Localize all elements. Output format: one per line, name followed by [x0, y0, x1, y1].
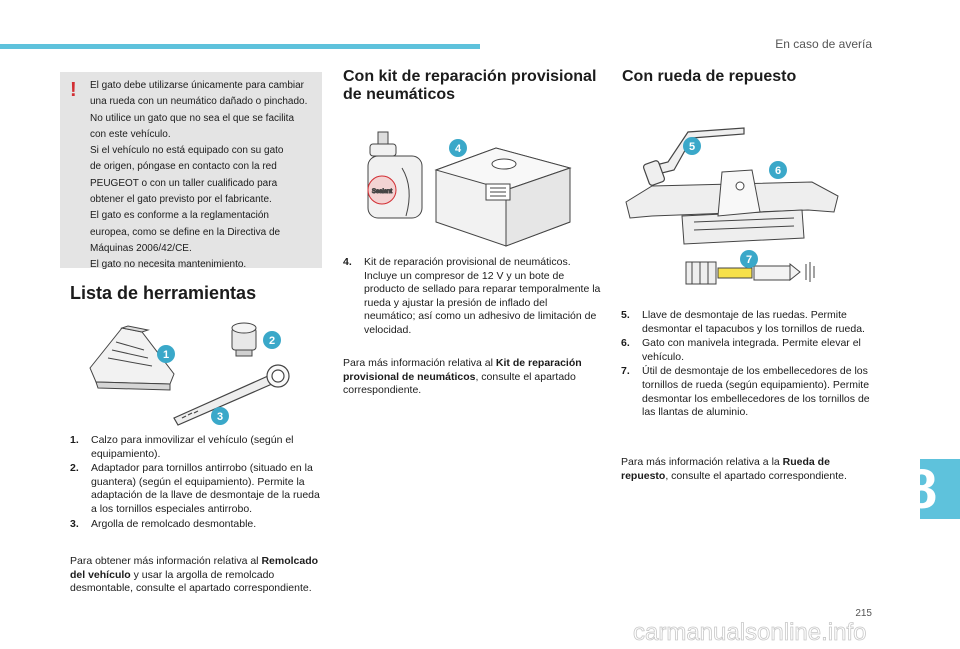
anti-theft-adapter-icon [231, 322, 257, 357]
chapter-tab [920, 459, 960, 519]
item-number: 3. [70, 517, 79, 530]
item-number: 5. [621, 309, 630, 321]
callout-badge-3: 3 [211, 407, 229, 425]
tools-reference-paragraph: Para obtener más información relativa al… [70, 555, 325, 596]
warning-line: europea, como se define en la Directiva … [90, 226, 281, 238]
chapter-number: 8 [906, 457, 938, 520]
item-number: 2. [70, 462, 79, 475]
item-text: Gato con manivela integrada. Permite ele… [642, 337, 861, 363]
svg-text:carmanualsonline.info: carmanualsonline.info [633, 619, 866, 646]
para-text: Para obtener más información relativa al [70, 555, 262, 567]
hubcap-removal-tool-icon [685, 261, 815, 285]
badge-label: 1 [163, 349, 169, 361]
callout-badge-6: 6 [769, 161, 787, 179]
item-text: Calzo para inmovilizar el vehículo (segú… [91, 434, 294, 460]
top-accent-bar [0, 44, 480, 49]
watermark-logo: carmanualsonline.info [633, 619, 867, 646]
warning-line: El gato no necesita mantenimiento. [90, 259, 247, 271]
warning-line: No utilice un gato que no sea el que se … [90, 112, 295, 124]
car-jack-icon [625, 169, 839, 245]
warning-line: Si el vehículo no está equipado con su g… [90, 145, 284, 157]
kit-title-line: Con kit de reparación provisional [343, 68, 597, 85]
spare-reference-paragraph: Para más información relativa a la Rueda… [621, 456, 878, 483]
list-item: 1. Calzo para inmovilizar el vehículo (se… [70, 434, 325, 461]
item-number: 6. [621, 337, 630, 350]
warning-line: El gato es conforme a la reglamentación [90, 210, 269, 222]
callout-badge-4: 4 [449, 139, 467, 157]
kit-list: 4. Kit de reparación provisional de neumá… [343, 256, 601, 339]
item-text: Adaptador para tornillos antirrobo (situ… [91, 462, 320, 515]
warning-line: El gato debe utilizarse únicamente para … [90, 80, 305, 91]
page-number: 215 [855, 608, 872, 619]
repair-kit-illustration: Sealant 4 [367, 131, 572, 247]
callout-badge-5: 5 [683, 137, 701, 155]
spare-title: Con rueda de repuesto [622, 68, 797, 85]
para-link-bold: Kit de reparación provisional de neumáti… [343, 357, 582, 383]
badge-label: 5 [689, 141, 695, 153]
section-header: En caso de avería [775, 37, 872, 51]
badge-label: 2 [269, 335, 275, 347]
callout-badge-2: 2 [263, 331, 281, 349]
spare-wheel-tools-illustration: 5 6 7 [625, 127, 839, 285]
list-item: 5. Llave de desmontaje de las ruedas. Per… [621, 309, 878, 336]
sealant-bottle-icon: Sealant [367, 131, 423, 219]
para-text: Para más información relativa a la [621, 456, 783, 468]
warning-icon: ! [70, 79, 77, 101]
warning-line: PEUGEOT o con un taller cualificado para [90, 177, 278, 189]
badge-label: 4 [455, 143, 462, 155]
warning-line: con este vehículo. [90, 128, 171, 140]
tools-illustration: 1 2 3 [89, 322, 290, 426]
list-item: 4. Kit de reparación provisional de neumá… [343, 256, 601, 338]
para-text: Para más información relativa al [343, 357, 496, 369]
wheel-wrench-icon [642, 127, 745, 186]
para-link-bold: Remolcado del vehículo [70, 555, 319, 581]
wheel-chock-icon [89, 325, 175, 391]
list-item: 6. Gato con manivela integrada. Permite e… [621, 337, 878, 364]
tools-list: 1. Calzo para inmovilizar el vehículo (se… [70, 434, 325, 532]
item-text: Kit de reparación provisional de neumáti… [364, 256, 601, 336]
kit-reference-paragraph: Para más información relativa al Kit de … [343, 357, 601, 398]
badge-label: 3 [217, 411, 223, 423]
spare-list: 5. Llave de desmontaje de las ruedas. Per… [621, 309, 878, 421]
item-text: Útil de desmontaje de los embellecedores… [642, 365, 870, 419]
list-item: 3. Argolla de remolcado desmontable. [70, 518, 325, 532]
bottle-label: Sealant [372, 189, 393, 195]
warning-text: El gato debe utilizarse únicamente para … [90, 78, 316, 274]
badge-label: 7 [746, 254, 752, 266]
item-number: 4. [343, 256, 352, 268]
warning-line: Máquinas 2006/42/CE. [90, 242, 192, 254]
kit-title: Con kit de reparación provisional de neu… [343, 68, 596, 104]
item-number: 7. [621, 365, 630, 378]
tools-title: Lista de herramientas [70, 283, 257, 303]
item-number: 1. [70, 434, 79, 446]
item-text: Llave de desmontaje de las ruedas. Permi… [642, 309, 865, 335]
towing-eye-icon [173, 364, 290, 426]
warning-line: una rueda con un neumático dañado o pinc… [90, 96, 308, 108]
badge-label: 6 [775, 165, 781, 177]
item-text: Argolla de remolcado desmontable. [91, 517, 257, 530]
compressor-icon [434, 147, 572, 247]
warning-box: ! El gato debe utilizarse únicamente par… [60, 72, 322, 270]
para-text: y usar la argolla de remolcado desmontab… [70, 568, 312, 595]
warning-line: obtener el gato previsto por el fabrican… [90, 194, 272, 206]
callout-badge-7: 7 [740, 250, 758, 268]
kit-title-line: de neumáticos [343, 86, 456, 103]
warning-line: de origen, póngase en contacto con la re… [90, 161, 277, 173]
para-link-bold: Rueda de repuesto [621, 456, 830, 482]
para-text: , consulte el apartado correspondiente. [665, 469, 847, 482]
list-item: 2. Adaptador para tornillos antirrobo (si… [70, 462, 325, 516]
callout-badge-1: 1 [157, 345, 175, 363]
list-item: 7. Útil de desmontaje de los embellecedor… [621, 365, 878, 419]
para-text: , consulte el apartado correspondiente. [343, 370, 576, 397]
